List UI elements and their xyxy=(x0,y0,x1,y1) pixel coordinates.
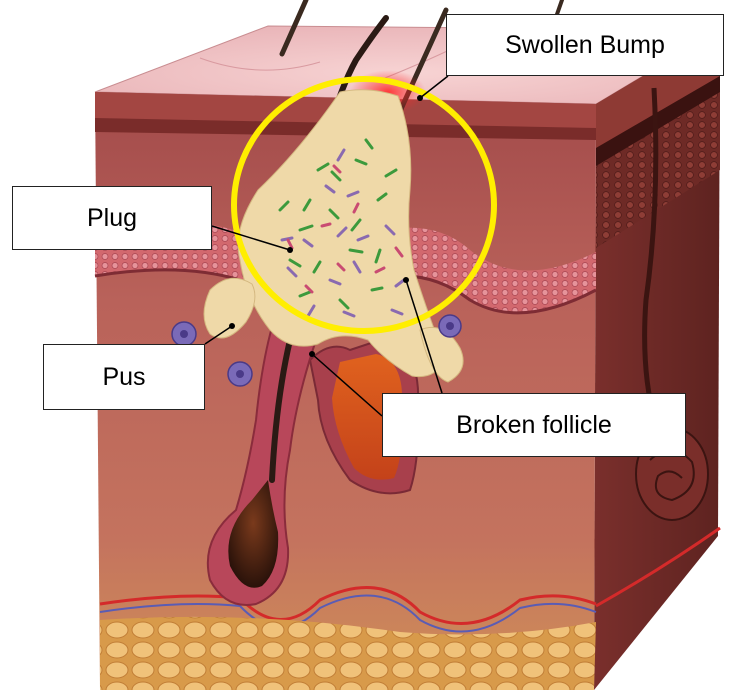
broken-follicle-leader-dot-2 xyxy=(403,277,409,283)
broken-follicle-label: Broken follicle xyxy=(382,393,686,457)
swollen-bump-label: Swollen Bump xyxy=(446,14,724,76)
pus-leader-dot xyxy=(229,323,235,329)
swollen-bump-leader-dot xyxy=(417,95,423,101)
pus-label: Pus xyxy=(43,344,205,410)
plug-leader-dot xyxy=(287,247,293,253)
broken-follicle-leader-dot-1 xyxy=(309,351,315,357)
plug-label: Plug xyxy=(12,186,212,250)
